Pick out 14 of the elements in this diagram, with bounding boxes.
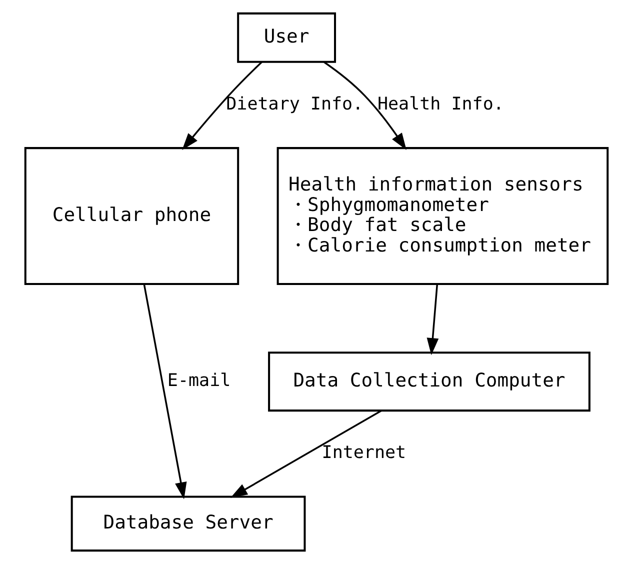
edge-label: Health Info.: [376, 94, 504, 115]
node-box: Data Collection Computer: [268, 352, 590, 412]
edge-label: Dietary Info.: [226, 94, 363, 115]
arrow: [142, 284, 186, 500]
node-box: User: [236, 12, 336, 63]
node-box: Database Server: [70, 496, 306, 552]
arrow: [230, 410, 381, 498]
arrow: [426, 284, 438, 356]
edge-label: E-mail: [166, 371, 230, 392]
arrow: [182, 61, 262, 150]
node-box: Cellular phone: [24, 147, 239, 286]
node-box: Health information sensors ・Sphygmomanometer ・Body fat scale ・Calorie consumption meter: [276, 147, 608, 286]
arrow: [323, 61, 406, 150]
edge-label: Internet: [321, 443, 406, 464]
